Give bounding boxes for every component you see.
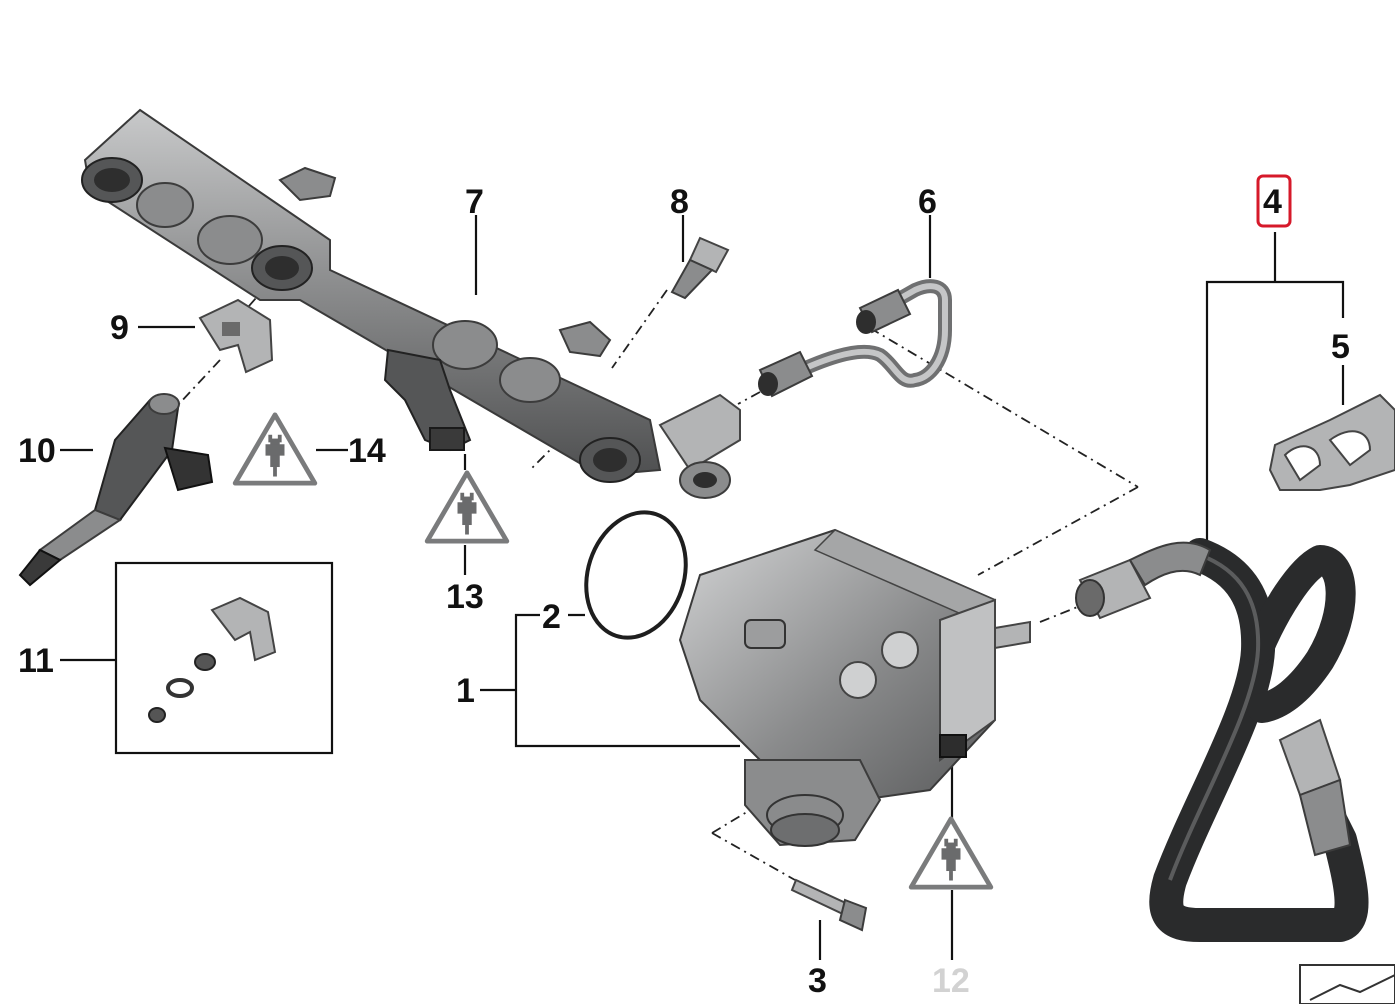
electrical-connector-warning-icon (427, 473, 507, 541)
selected-callout-highlight (1256, 174, 1292, 228)
callout-13[interactable]: 13 (446, 578, 484, 616)
callout-1[interactable]: 1 (456, 672, 475, 710)
fuel-rail-part-7[interactable] (81, 108, 741, 499)
hose-clip-part-5[interactable] (1268, 393, 1395, 491)
callout-14[interactable]: 14 (348, 432, 386, 470)
callout-11[interactable]: 11 (18, 642, 54, 680)
callout-10[interactable]: 10 (18, 432, 56, 470)
callout-6[interactable]: 6 (918, 183, 937, 221)
callout-4[interactable]: 4 (1263, 183, 1282, 221)
high-pressure-line-part-6[interactable] (758, 279, 952, 398)
callout-5[interactable]: 5 (1331, 328, 1350, 366)
retaining-clip-part-9[interactable] (198, 298, 274, 374)
electrical-connector-warning-icon (911, 819, 991, 887)
diagram-thumbnail[interactable] (1299, 964, 1395, 1004)
bolt-part-3[interactable] (790, 878, 868, 932)
high-pressure-pump-part-1[interactable] (678, 528, 1031, 847)
bolt-part-8[interactable] (670, 236, 730, 300)
callout-2[interactable]: 2 (542, 598, 561, 636)
callout-12[interactable]: 12 (932, 962, 970, 1000)
callout-9[interactable]: 9 (110, 309, 129, 347)
fuel-hose-part-4[interactable] (1075, 538, 1369, 942)
electrical-connector-warning-icon (235, 415, 315, 483)
callout-3[interactable]: 3 (808, 962, 827, 1000)
callout-7[interactable]: 7 (465, 183, 484, 221)
callout-8[interactable]: 8 (670, 183, 689, 221)
seal-kit-part-11[interactable] (114, 561, 334, 755)
o-ring-part-2[interactable] (571, 499, 702, 650)
injector-part-10[interactable] (18, 393, 214, 587)
